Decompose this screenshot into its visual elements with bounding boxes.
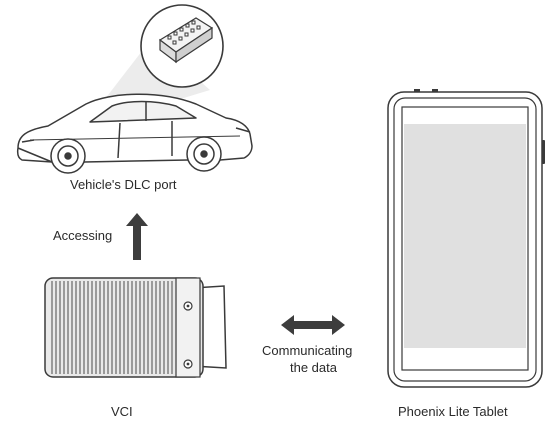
- dlc-connector-icon: [158, 17, 214, 64]
- communicating-label-line1: Communicating: [262, 343, 353, 358]
- up-arrow-icon: [126, 213, 148, 260]
- tablet-label: Phoenix Lite Tablet: [398, 404, 508, 419]
- vci-device-icon: [44, 277, 227, 378]
- double-arrow-icon: [281, 315, 345, 335]
- vci-label: VCI: [111, 404, 133, 419]
- communicating-label-line2: the data: [290, 360, 337, 375]
- accessing-label: Accessing: [53, 228, 113, 243]
- car-icon: [16, 93, 253, 174]
- tablet-icon: [387, 89, 545, 388]
- dlc-port-label: Vehicle's DLC port: [70, 177, 177, 192]
